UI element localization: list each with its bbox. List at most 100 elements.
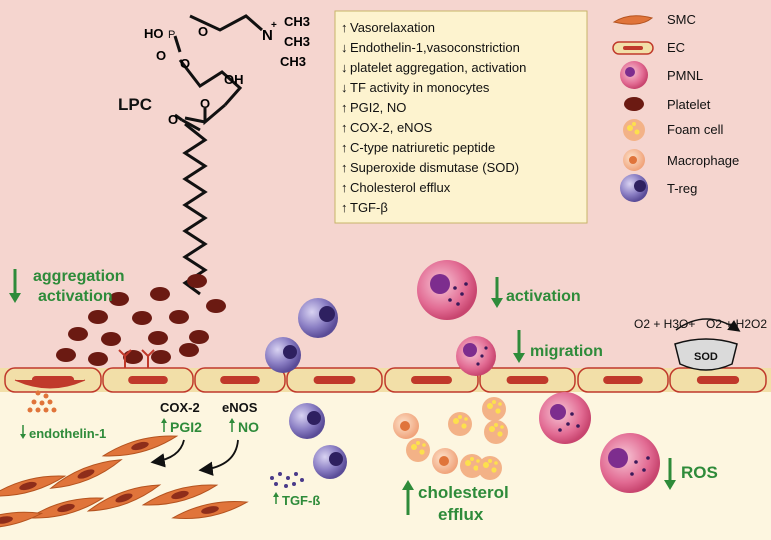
platelet [206, 299, 226, 313]
molecule-ch3-mid: CH3 [284, 34, 310, 49]
pmnl-cell [417, 260, 477, 320]
platelet [88, 352, 108, 366]
molecule-o-double: O [156, 48, 166, 63]
molecule-ch3-top: CH3 [284, 14, 310, 29]
label-no: NO [238, 419, 259, 435]
legend-label: PMNL [667, 68, 703, 83]
foam-cell [478, 456, 502, 480]
effect-item: ↓platelet aggregation, activation [341, 60, 526, 75]
molecule-ch3-bottom: CH3 [280, 54, 306, 69]
effects-list: ↑Vasorelaxation↓Endothelin-1,vasoconstri… [341, 20, 526, 215]
effect-text: TF activity in monocytes [350, 80, 490, 95]
endothelial-cell [286, 367, 383, 393]
smc-cell [171, 501, 249, 519]
foam-cell [482, 397, 506, 421]
up-arrow-icon: ↑ [341, 100, 348, 115]
endothelium [0, 367, 771, 393]
legend-label: EC [667, 40, 685, 55]
smc-cell [27, 497, 105, 519]
endothelial-cell [577, 367, 669, 393]
up-arrow-icon: ↑ [341, 160, 348, 175]
effect-text: C-type natriuretic peptide [350, 140, 495, 155]
effect-text: platelet aggregation, activation [350, 60, 526, 75]
up-arrow-icon: ↑ [341, 140, 348, 155]
up-arrow-icon: ↑ [341, 120, 348, 135]
green-arrows [9, 269, 676, 515]
smc-cell [86, 484, 162, 512]
molecule-name: LPC [118, 95, 152, 114]
up-arrow-icon: ↑ [341, 200, 348, 215]
effect-text: Endothelin-1,vasoconstriction [350, 40, 520, 55]
molecule-ho: HO [144, 26, 164, 41]
effect-item: ↓TF activity in monocytes [341, 80, 490, 95]
platelet [56, 348, 76, 362]
small-green-arrows [20, 418, 279, 504]
up-arrow-icon: ↑ [341, 20, 348, 35]
effect-text: Cholesterol efflux [350, 180, 451, 195]
smc-cell [49, 459, 123, 489]
platelet [151, 350, 171, 364]
label-pgi2: PGI2 [170, 419, 202, 435]
platelet [148, 331, 168, 345]
endothelial-cell [669, 367, 767, 393]
legend-label: SMC [667, 12, 696, 27]
endothelial-cell [384, 367, 479, 393]
effect-text: Superoxide dismutase (SOD) [350, 160, 519, 175]
foam-cell-icon [623, 119, 645, 141]
platelet [68, 327, 88, 341]
molecule-o-carbonyl: O [168, 112, 178, 127]
treg-cell [265, 337, 301, 373]
endothelial-cell [479, 367, 576, 393]
smc-cell [0, 511, 44, 529]
tgf-beta-dots [270, 472, 304, 488]
treg-cell [313, 445, 347, 479]
up-arrow-icon: ↑ [341, 180, 348, 195]
pmnl-cell [539, 392, 591, 444]
label-activation-right: activation [506, 288, 581, 305]
label-enos: eNOS [222, 400, 258, 415]
effect-item: ↑Superoxide dismutase (SOD) [341, 160, 519, 175]
effect-item: ↑TGF-β [341, 200, 388, 215]
reaction-reactants: O2 + H3O+ [634, 317, 695, 331]
foam-cell [406, 438, 430, 462]
down-arrow-icon: ↓ [341, 80, 348, 95]
label-tgf-beta: TGF-ß [282, 493, 320, 508]
macrophage-cell [432, 448, 458, 474]
platelet [150, 287, 170, 301]
smc-layer [0, 435, 249, 529]
molecule-n: N [262, 27, 273, 44]
label-endothelin: endothelin-1 [29, 426, 106, 441]
sod-enzyme [674, 318, 741, 371]
effect-item: ↑PGI2, NO [341, 100, 406, 115]
platelet [187, 274, 207, 288]
down-arrow-icon: ↓ [341, 60, 348, 75]
platelet [169, 310, 189, 324]
macrophage-cell [393, 413, 419, 439]
label-migration: migration [530, 343, 603, 360]
label-aggregation: aggregation [33, 268, 125, 285]
platelet [109, 292, 129, 306]
effect-item: ↑C-type natriuretic peptide [341, 140, 495, 155]
platelet-receptors [118, 349, 155, 368]
effect-text: PGI2, NO [350, 100, 406, 115]
legend-label: T-reg [667, 181, 697, 196]
molecule-o-link: O [198, 24, 208, 39]
down-arrow-icon: ↓ [341, 40, 348, 55]
effect-text: Vasorelaxation [350, 20, 435, 35]
effect-item: ↑Cholesterol efflux [341, 180, 451, 195]
treg-cell [289, 403, 325, 439]
molecule-n-charge: + [271, 20, 277, 31]
platelet [179, 343, 199, 357]
effects-box [334, 10, 588, 224]
effect-item: ↓Endothelin-1,vasoconstriction [341, 40, 520, 55]
smc-cell [141, 484, 219, 506]
treg-cell [298, 298, 338, 338]
legend-label: Macrophage [667, 153, 739, 168]
pmnl-cell [600, 433, 660, 493]
pmnl-cell-migrating [456, 336, 496, 376]
label-activation-left: activation [38, 288, 113, 305]
foam-cell [484, 420, 508, 444]
